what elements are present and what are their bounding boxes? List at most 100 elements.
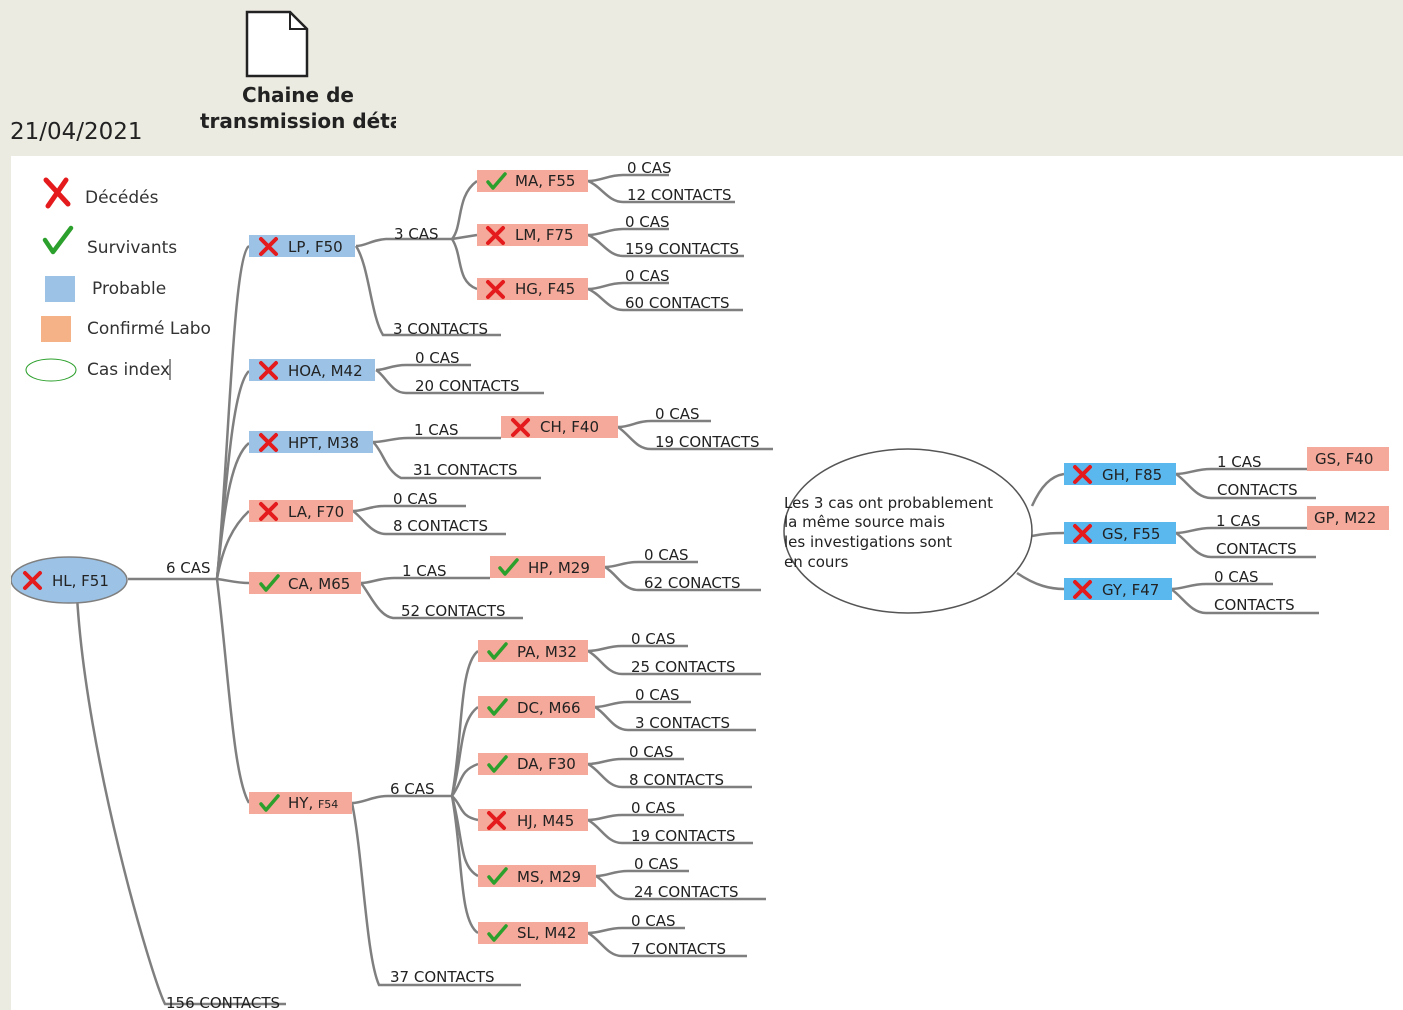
hy-contacts: 37 CONTACTS xyxy=(390,968,495,986)
case-node-hp[interactable]: HP, M29 xyxy=(490,556,605,578)
case-node-gs40[interactable]: GS, F40 xyxy=(1307,447,1389,471)
case-node-da[interactable]: DA, F30 xyxy=(478,753,588,775)
legend-probable: Probable xyxy=(92,279,166,299)
legend-index-case: Cas index xyxy=(87,360,170,380)
case-node-la[interactable]: LA, F70 xyxy=(249,500,353,522)
da-contacts: 8 CONTACTS xyxy=(629,771,724,789)
doc-caption-line1: Chaine de xyxy=(242,83,354,107)
ma-contacts: 12 CONTACTS xyxy=(627,186,732,204)
index-case-label: HL, F51 xyxy=(52,572,109,590)
case-node-gs[interactable]: GS, F55 xyxy=(1064,522,1176,544)
document-caption[interactable]: Chaine de transmission détaillé xyxy=(200,82,396,134)
sl-cas: 0 CAS xyxy=(631,912,676,930)
case-label-hy-small: F54 xyxy=(318,798,338,811)
case-label-gh: GH, F85 xyxy=(1102,466,1162,484)
index-cas-count: 6 CAS xyxy=(166,559,211,577)
case-node-ms[interactable]: MS, M29 xyxy=(478,865,596,887)
gy-cas: 0 CAS xyxy=(1214,568,1259,586)
gy-contacts: CONTACTS xyxy=(1214,596,1295,614)
case-label-da: DA, F30 xyxy=(517,755,576,773)
case-node-gh[interactable]: GH, F85 xyxy=(1064,463,1176,485)
case-node-lm[interactable]: LM, F75 xyxy=(477,224,588,246)
ms-cas: 0 CAS xyxy=(634,855,679,873)
pa-contacts: 25 CONTACTS xyxy=(631,658,736,676)
legend-confirmed: Confirmé Labo xyxy=(87,319,211,339)
legend-probable-swatch xyxy=(45,276,75,302)
case-node-gy[interactable]: GY, F47 xyxy=(1064,578,1172,600)
lp-contacts: 3 CONTACTS xyxy=(393,320,488,338)
case-label-dc: DC, M66 xyxy=(517,699,581,717)
legend-deceased: Décédés xyxy=(85,188,159,208)
note-line1: Les 3 cas ont probablement xyxy=(784,494,993,512)
gh-cas: 1 CAS xyxy=(1217,453,1262,471)
la-cas: 0 CAS xyxy=(393,490,438,508)
case-label-ma: MA, F55 xyxy=(515,172,575,190)
case-node-pa[interactable]: PA, M32 xyxy=(478,640,588,662)
la-contacts: 8 CONTACTS xyxy=(393,517,488,535)
case-label-hp: HP, M29 xyxy=(528,559,590,577)
ma-cas: 0 CAS xyxy=(627,159,672,177)
legend-index-swatch xyxy=(25,358,77,382)
case-node-ch[interactable]: CH, F40 xyxy=(501,416,618,438)
gs-cas: 1 CAS xyxy=(1216,512,1261,530)
cluster-note: Les 3 cas ont probablement la même sourc… xyxy=(783,448,1033,614)
hp-cas: 0 CAS xyxy=(644,546,689,564)
note-line4: en cours xyxy=(784,553,849,571)
case-label-hg: HG, F45 xyxy=(515,280,575,298)
survivor-icon xyxy=(42,225,74,255)
ms-contacts: 24 CONTACTS xyxy=(634,883,739,901)
document-icon[interactable] xyxy=(244,10,310,78)
hp-contacts: 62 CONACTS xyxy=(644,574,741,592)
case-node-hoa[interactable]: HOA, M42 xyxy=(249,359,375,381)
case-label-gy: GY, F47 xyxy=(1102,581,1159,599)
lp-cas: 3 CAS xyxy=(394,225,439,243)
case-node-hg[interactable]: HG, F45 xyxy=(477,278,588,300)
index-case-node[interactable]: HL, F51 xyxy=(11,556,128,604)
pa-cas: 0 CAS xyxy=(631,630,676,648)
lm-cas: 0 CAS xyxy=(625,213,670,231)
lm-contacts: 159 CONTACTS xyxy=(625,240,739,258)
case-label-gp: GP, M22 xyxy=(1314,509,1376,527)
case-node-ma[interactable]: MA, F55 xyxy=(477,170,588,192)
case-label-hy: HY, xyxy=(288,794,318,812)
gs-contacts: CONTACTS xyxy=(1216,540,1297,558)
hpt-cas: 1 CAS xyxy=(414,421,459,439)
hg-cas: 0 CAS xyxy=(625,267,670,285)
case-label-gs: GS, F55 xyxy=(1102,525,1160,543)
case-node-lp[interactable]: LP, F50 xyxy=(249,235,355,257)
hj-contacts: 19 CONTACTS xyxy=(631,827,736,845)
hoa-cas: 0 CAS xyxy=(415,349,460,367)
case-node-hj[interactable]: HJ, M45 xyxy=(478,809,588,831)
case-node-dc[interactable]: DC, M66 xyxy=(478,696,595,718)
deceased-icon xyxy=(43,177,71,209)
legend: Décédés Survivants Probable Confirmé Lab… xyxy=(25,177,211,382)
diagram-svg: Décédés Survivants Probable Confirmé Lab… xyxy=(11,159,1389,1010)
case-node-hy[interactable]: HY, F54 xyxy=(249,792,352,814)
legend-confirmed-swatch xyxy=(41,316,71,342)
gh-contacts: CONTACTS xyxy=(1217,481,1298,499)
doc-caption-line2: transmission détaillé xyxy=(200,109,396,133)
case-label-sl: SL, M42 xyxy=(517,924,576,942)
case-node-ca[interactable]: CA, M65 xyxy=(249,572,361,594)
ca-contacts: 52 CONTACTS xyxy=(401,602,506,620)
slide-date: 21/04/2021 xyxy=(10,119,143,145)
hg-contacts: 60 CONTACTS xyxy=(625,294,730,312)
sl-contacts: 7 CONTACTS xyxy=(631,940,726,958)
case-label-hpt: HPT, M38 xyxy=(288,434,359,452)
case-node-sl[interactable]: SL, M42 xyxy=(478,922,588,944)
case-node-hpt[interactable]: HPT, M38 xyxy=(249,431,373,453)
ch-cas: 0 CAS xyxy=(655,405,700,423)
case-node-gp[interactable]: GP, M22 xyxy=(1307,506,1389,530)
ca-cas: 1 CAS xyxy=(402,562,447,580)
note-line2: la même source mais xyxy=(784,513,945,531)
slide-header: Chaine de transmission détaillé 21/04/20… xyxy=(0,0,1403,156)
da-cas: 0 CAS xyxy=(629,743,674,761)
transmission-chain-diagram: Décédés Survivants Probable Confirmé Lab… xyxy=(11,156,1403,1010)
case-label-lp: LP, F50 xyxy=(288,238,343,256)
index-contacts: 156 CONTACTS xyxy=(166,994,280,1010)
hj-cas: 0 CAS xyxy=(631,799,676,817)
case-label-gs40: GS, F40 xyxy=(1315,450,1373,468)
case-label-la: LA, F70 xyxy=(288,503,344,521)
case-label-ch: CH, F40 xyxy=(540,418,599,436)
dc-contacts: 3 CONTACTS xyxy=(635,714,730,732)
